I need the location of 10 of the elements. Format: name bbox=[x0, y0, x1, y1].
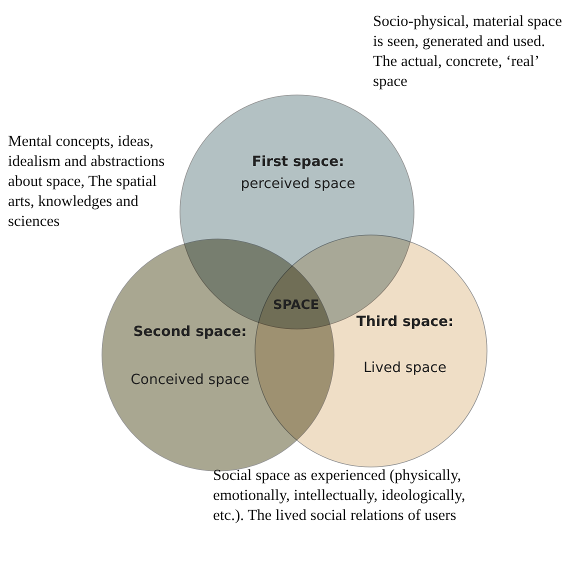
circle-heading: Third space: bbox=[355, 313, 455, 332]
annotation-text: Mental concepts, ideas, idealism and abstractions about space, The spatial arts, knowledges and sciences bbox=[8, 132, 166, 232]
circle-heading: First space: bbox=[250, 153, 346, 172]
annotation-text: Socio-physical, material space is seen, generated and used. The actual, concrete, ‘real’ space bbox=[373, 12, 563, 92]
circle-label: perceived space bbox=[240, 175, 356, 194]
circle-heading: Second space: bbox=[132, 323, 248, 342]
circle-label: Lived space bbox=[362, 359, 448, 378]
circle-label: Conceived space bbox=[130, 371, 250, 390]
annotation-text: Social space as experienced (physically, emotionally, intellectually, ideologically, etc.). The lived social relations of users bbox=[213, 466, 466, 526]
center-label: SPACE bbox=[273, 298, 320, 313]
